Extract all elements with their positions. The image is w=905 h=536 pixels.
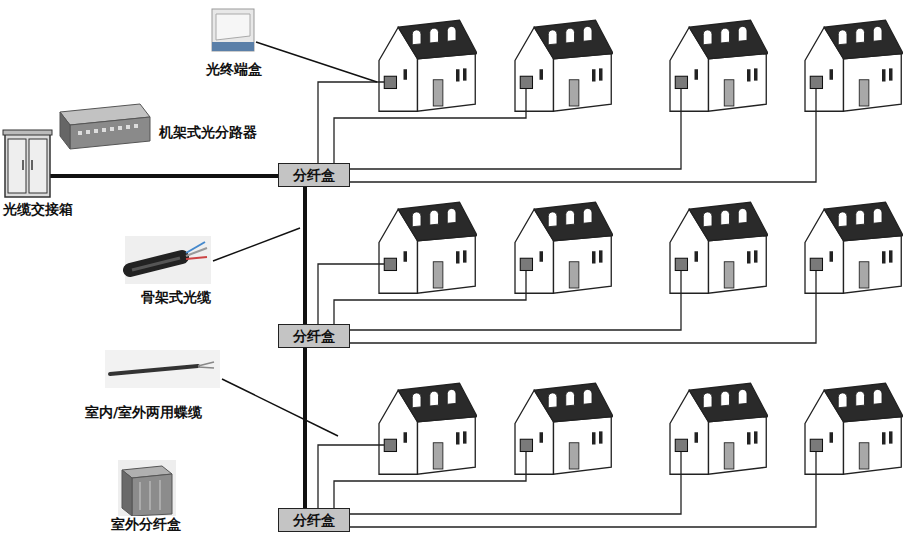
part-label: 光缆交接箱 [2, 201, 74, 218]
part-label: 骨架式光缆 [140, 289, 212, 306]
box-label: 分纤盒 [293, 167, 335, 184]
part-label: 室内/室外两用蝶缆 [84, 404, 203, 421]
splitter-box: 分纤盒 [278, 508, 350, 532]
trunk-cable [303, 348, 307, 508]
part-label: 光终端盒 [205, 61, 263, 78]
splitter-box: 分纤盒 [278, 324, 350, 348]
box-label: 分纤盒 [293, 512, 335, 529]
part-label: 室外分纤盒 [110, 516, 182, 533]
trunk-cable [303, 187, 307, 324]
splitter-box: 分纤盒 [278, 163, 350, 187]
part-label: 机架式光分路器 [158, 124, 258, 141]
box-label: 分纤盒 [293, 328, 335, 345]
